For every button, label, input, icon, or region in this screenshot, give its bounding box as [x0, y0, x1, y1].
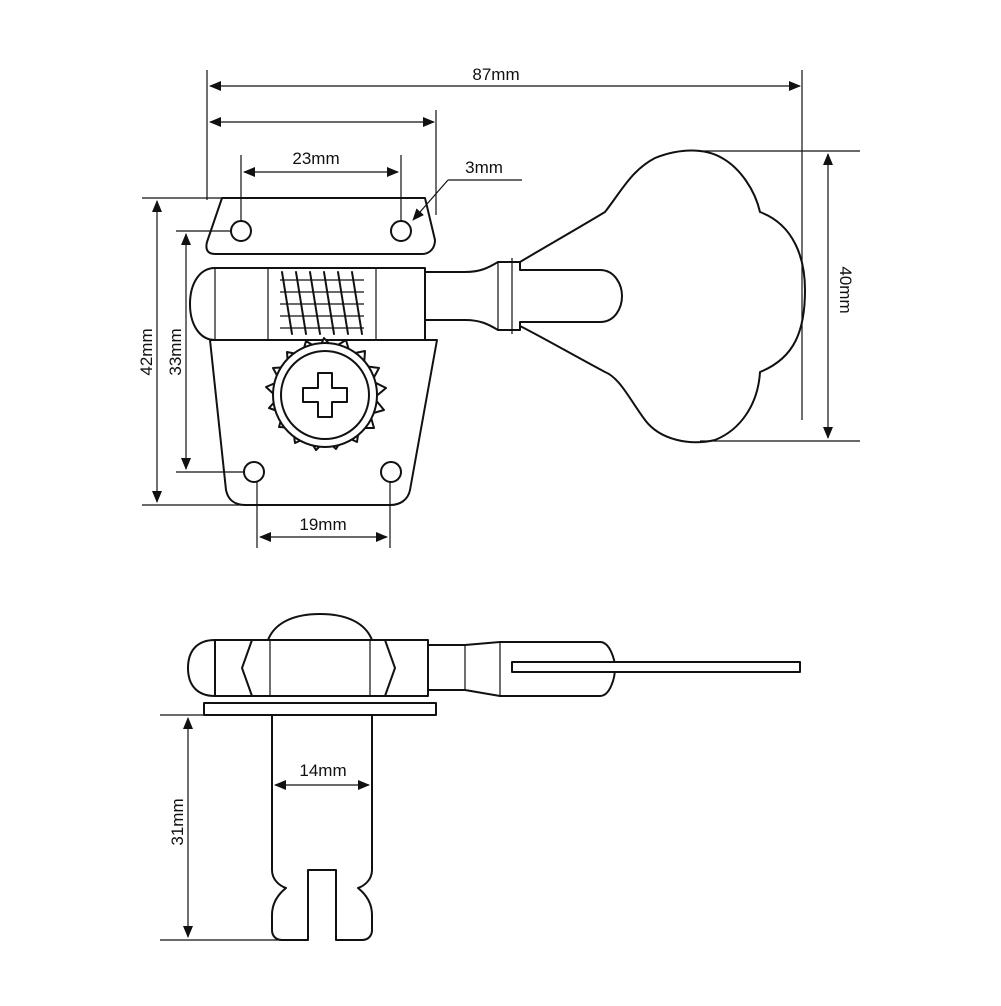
upper-left-mount-hole — [230, 220, 252, 242]
side-key-blade — [511, 661, 801, 673]
label-plate-height: 42mm — [137, 328, 156, 375]
side-gear-dome — [267, 613, 373, 641]
leader-arrow-hole-diameter — [412, 179, 449, 221]
label-post-height: 31mm — [168, 798, 187, 845]
tuner-key — [519, 149, 806, 444]
side-hex-bushing — [241, 639, 396, 697]
label-hole-spacing: 33mm — [166, 328, 185, 375]
side-string-post — [271, 714, 373, 941]
upper-right-mount-hole — [390, 220, 412, 242]
label-overall-length: 87mm — [472, 65, 519, 84]
side-end-cap — [187, 639, 216, 697]
label-hole-diameter: 3mm — [465, 158, 503, 177]
side-view: 14mm 31mm — [160, 613, 801, 941]
upper-mounting-tab — [205, 197, 436, 255]
lower-left-mount-hole — [243, 461, 265, 483]
label-lower-hole-spacing: 19mm — [299, 515, 346, 534]
side-base-plate — [203, 702, 437, 716]
label-post-diameter: 14mm — [299, 761, 346, 780]
label-key-height: 40mm — [836, 266, 855, 313]
phillips-cross-icon — [302, 372, 348, 418]
label-plate-width: 23mm — [292, 149, 339, 168]
worm-thread — [280, 271, 364, 335]
tuner-shaft — [424, 261, 623, 331]
top-view: 87mm 23mm 3mm 42mm 33mm 19mm 40mm — [137, 65, 860, 548]
lower-right-mount-hole — [380, 461, 402, 483]
